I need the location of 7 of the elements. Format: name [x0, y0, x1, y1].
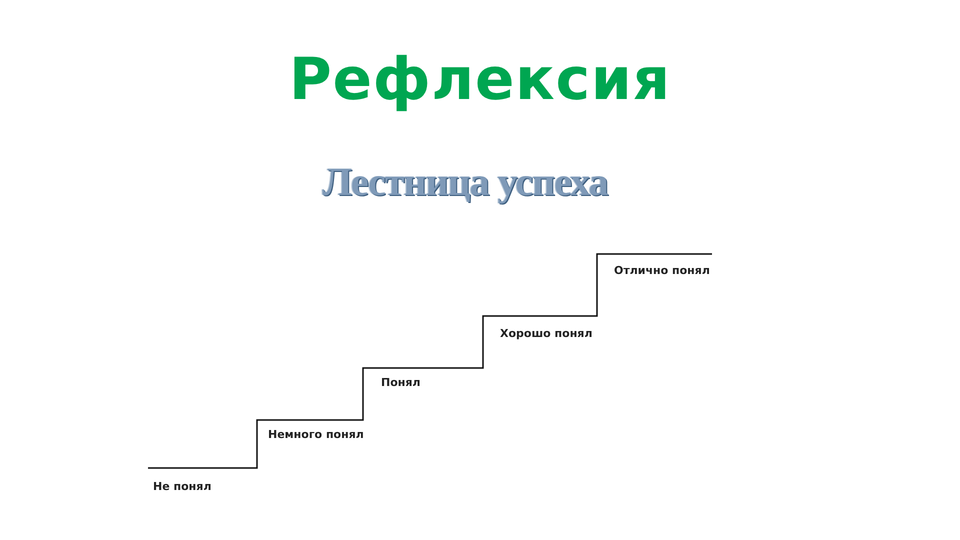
step-label: Понял	[381, 376, 420, 390]
step-label: Хорошо понял	[500, 327, 592, 340]
step-label: Не понял	[153, 480, 212, 494]
title: Рефлексия	[289, 48, 671, 112]
step-label: Немного понял	[268, 428, 364, 442]
step-label: Отлично понял	[614, 264, 710, 278]
subtitle: Лестница успеха	[321, 160, 609, 204]
